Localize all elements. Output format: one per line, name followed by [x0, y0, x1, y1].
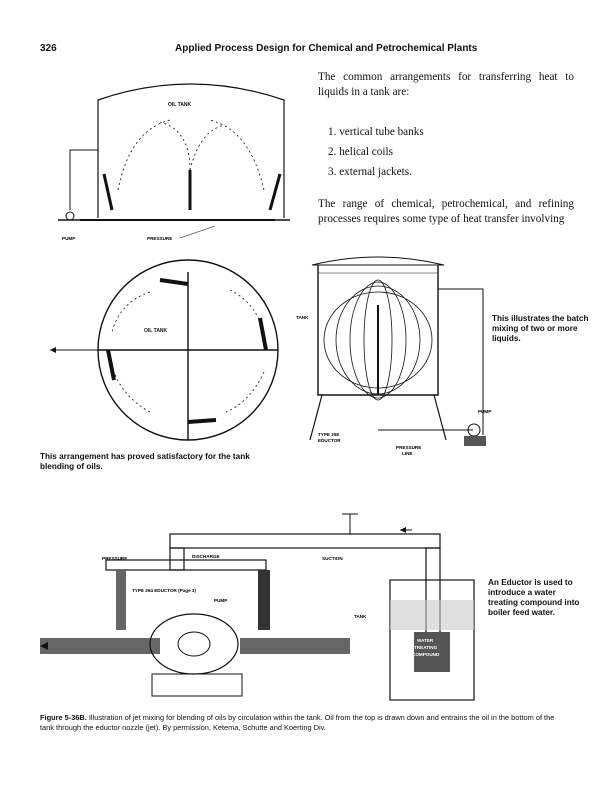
discharge-leg — [258, 570, 270, 630]
range-paragraph: The range of chemical, petrochemical, an… — [318, 198, 574, 225]
batch-mixing-note: This illustrates the batch mixing of two… — [492, 314, 589, 343]
suction-pipe — [69, 149, 98, 210]
arrangement-list: 1. vertical tube banks 2. helical coils … — [328, 122, 424, 182]
list-item: 3. external jackets. — [328, 166, 412, 178]
water-label-2: TREATING — [414, 645, 438, 650]
oil-tank-label: OIL TANK — [168, 102, 192, 108]
pump-label: PUMP — [214, 598, 227, 603]
pressure-line-label-2: LINE — [402, 451, 412, 456]
figure-caption: Figure 5-36B. Illustration of jet mixing… — [40, 713, 568, 733]
pump-casing — [149, 613, 239, 675]
pump-base — [151, 673, 243, 697]
pressure-line-label-1: PRESSURE — [396, 445, 421, 450]
water-label-1: WATER — [417, 638, 434, 643]
oil-tank-elevation-figure: OIL TANK PUMP PRESSURE — [58, 83, 290, 241]
pressure-label: PRESSURE — [102, 556, 127, 561]
eductor-note: An Eductor is used to introduce a water … — [488, 578, 580, 617]
intro-paragraph: The common arrangements for transferring… — [318, 71, 574, 98]
recirc-pipe — [438, 288, 484, 435]
pressure-leg — [116, 570, 126, 630]
pump-label: PUMP — [62, 236, 75, 241]
tank-shell — [97, 83, 285, 218]
eductor-system-figure: PRESSURE DISCHARGE SUCTION TYPE 264 EDUC… — [40, 513, 475, 701]
page-number: 326 — [40, 43, 57, 54]
suction-label: SUCTION — [322, 556, 343, 561]
outlet-pipe — [240, 638, 350, 654]
treatment-tank — [389, 579, 475, 701]
pump-base — [464, 436, 486, 446]
eductor-label: TYPE 264 EDUCTOR (Page 3) — [132, 588, 196, 593]
list-item: 2. helical coils — [328, 146, 393, 158]
figure-label: Figure 5-36B. — [40, 713, 87, 722]
pump-label: PUMP — [478, 409, 491, 414]
water-level — [390, 600, 474, 630]
caption-text: Illustration of jet mixing for blending … — [40, 713, 555, 732]
compound-box — [414, 632, 450, 672]
list-item: 1. vertical tube banks — [328, 126, 424, 138]
discharge-label: DISCHARGE — [192, 554, 220, 559]
plan-note: This arrangement has proved satisfactory… — [40, 452, 250, 471]
running-header: Applied Process Design for Chemical and … — [175, 43, 478, 54]
tank-label: TANK — [296, 315, 309, 320]
eductor-label-2: EDUCTOR — [318, 438, 341, 443]
nozzles — [102, 170, 282, 211]
inlet-pipe — [40, 638, 160, 654]
oil-tank-plan-label: OIL TANK — [144, 328, 168, 334]
tank-label: TANK — [354, 614, 367, 619]
water-label-3: COMPOUND — [412, 652, 440, 657]
eductor-label-1: TYPE 258 — [318, 432, 339, 437]
flow-arrows — [117, 119, 265, 191]
discharge-piping — [105, 533, 441, 639]
batch-mixing-figure: TANK TYPE 258 EDUCTOR PRESSURE LINE PUMP — [296, 256, 491, 456]
swirl-arrows — [111, 289, 265, 413]
oil-tank-plan-figure: OIL TANK — [50, 259, 279, 441]
pump-symbol — [65, 211, 75, 221]
tank-roof — [311, 256, 445, 266]
tank-legs — [309, 394, 447, 441]
pressure-label: PRESSURE — [147, 236, 172, 241]
